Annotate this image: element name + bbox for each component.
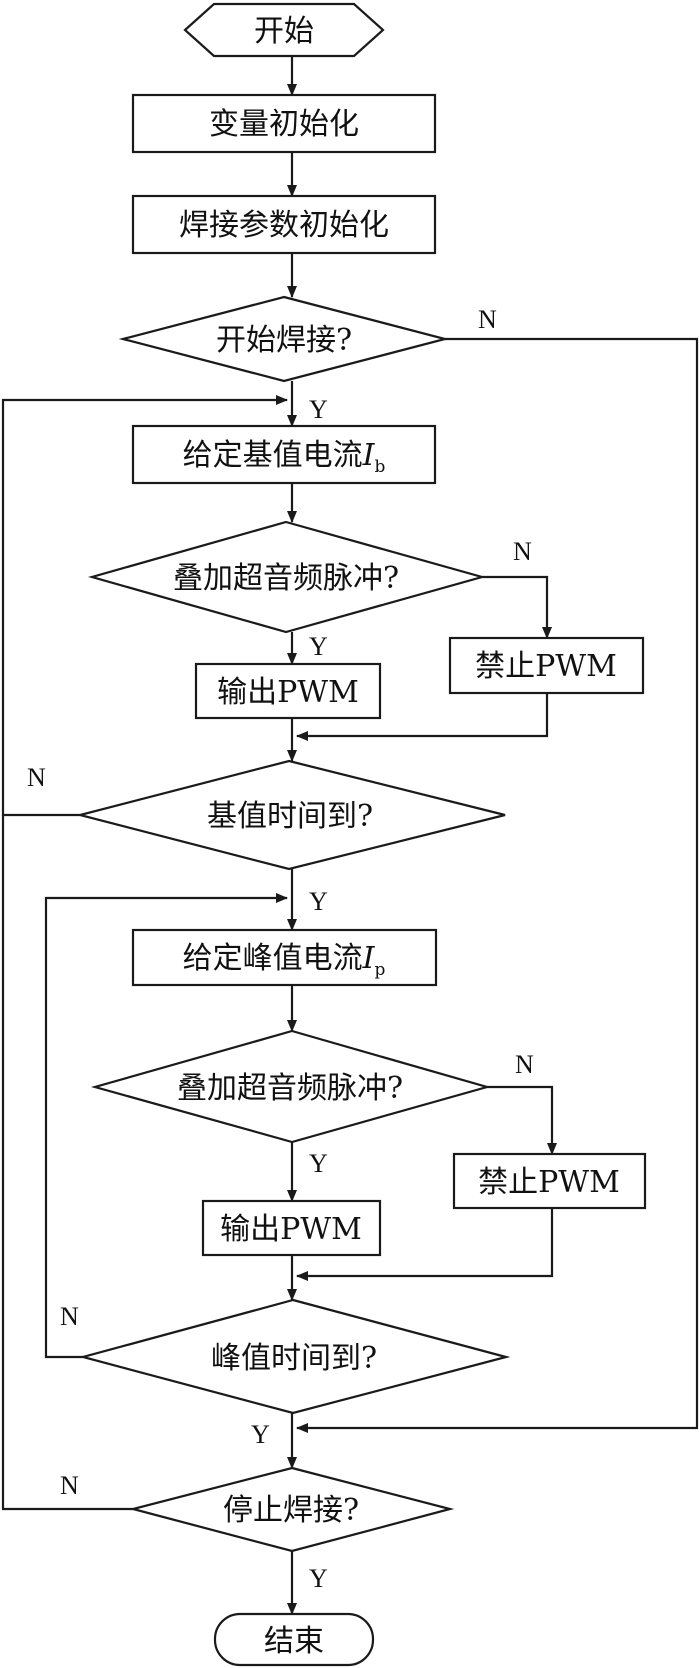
output1-label: 输出PWM (217, 675, 359, 710)
startweld-yes-label: Y (309, 395, 328, 424)
stop-weld-label: 停止焊接? (223, 1493, 359, 1528)
edge-stopweld-no (1, 815, 133, 1511)
basetime-no-label: N (27, 763, 46, 792)
stopweld-yes-label: Y (309, 1564, 328, 1593)
base-current-label: 给定基值电流Ib (183, 438, 386, 477)
peak-time-label: 峰值时间到? (211, 1341, 377, 1376)
superpose1-label: 叠加超音频脉冲? (173, 561, 399, 596)
disable1-label: 禁止PWM (475, 649, 617, 684)
edge-superpose2-no (487, 1085, 557, 1155)
superpose2-label: 叠加超音频脉冲? (177, 1071, 403, 1106)
edge-disable2-merge (296, 1208, 554, 1281)
peaktime-no-label: N (60, 1302, 79, 1331)
peaktime-yes-label: Y (251, 1420, 270, 1449)
base-current-sub: b (374, 457, 385, 477)
base-time-decision (75, 759, 506, 871)
var-init-label: 变量初始化 (209, 107, 359, 142)
edge-basetime-no (1, 395, 288, 817)
edge-startweld-no (296, 337, 699, 1433)
param-init-label: 焊接参数初始化 (179, 208, 389, 243)
superpose2-no-label: N (515, 1050, 534, 1079)
base-current-var: I (362, 438, 376, 473)
startweld-no-label: N (478, 305, 497, 334)
disable2-label: 禁止PWM (478, 1165, 620, 1200)
superpose1-yes-label: Y (309, 632, 328, 661)
end-label: 结束 (264, 1624, 324, 1659)
superpose1-no-label: N (513, 537, 532, 566)
base-time-label: 基值时间到? (207, 799, 373, 834)
start-label: 开始 (254, 14, 314, 49)
basetime-yes-label: Y (309, 887, 328, 916)
output2-label: 输出PWM (220, 1212, 362, 1247)
param-init-box (131, 194, 437, 255)
start-weld-label: 开始焊接? (216, 323, 352, 358)
base-current-text: 给定基值电流 (183, 438, 363, 473)
disable-pwm-box-2 (452, 1152, 647, 1210)
peak-current-text: 给定峰值电流 (183, 941, 363, 976)
edge-peaktime-no (44, 893, 288, 1359)
superpose-decision-1 (87, 520, 487, 634)
stopweld-no-label: N (60, 1471, 79, 1500)
superpose2-yes-label: Y (309, 1149, 328, 1178)
edge-superpose1-no (482, 575, 552, 639)
peak-current-var: I (362, 941, 376, 976)
peak-current-label: 给定峰值电流Ip (183, 941, 386, 980)
peak-current-box (131, 928, 438, 987)
edge-disable1-merge (296, 693, 549, 741)
base-current-box (131, 424, 437, 485)
start-terminal (183, 2, 385, 58)
var-init-box (131, 93, 437, 154)
peak-current-sub: p (374, 960, 385, 980)
start-weld-decision (118, 295, 450, 383)
output-pwm-box-2 (201, 1199, 382, 1257)
